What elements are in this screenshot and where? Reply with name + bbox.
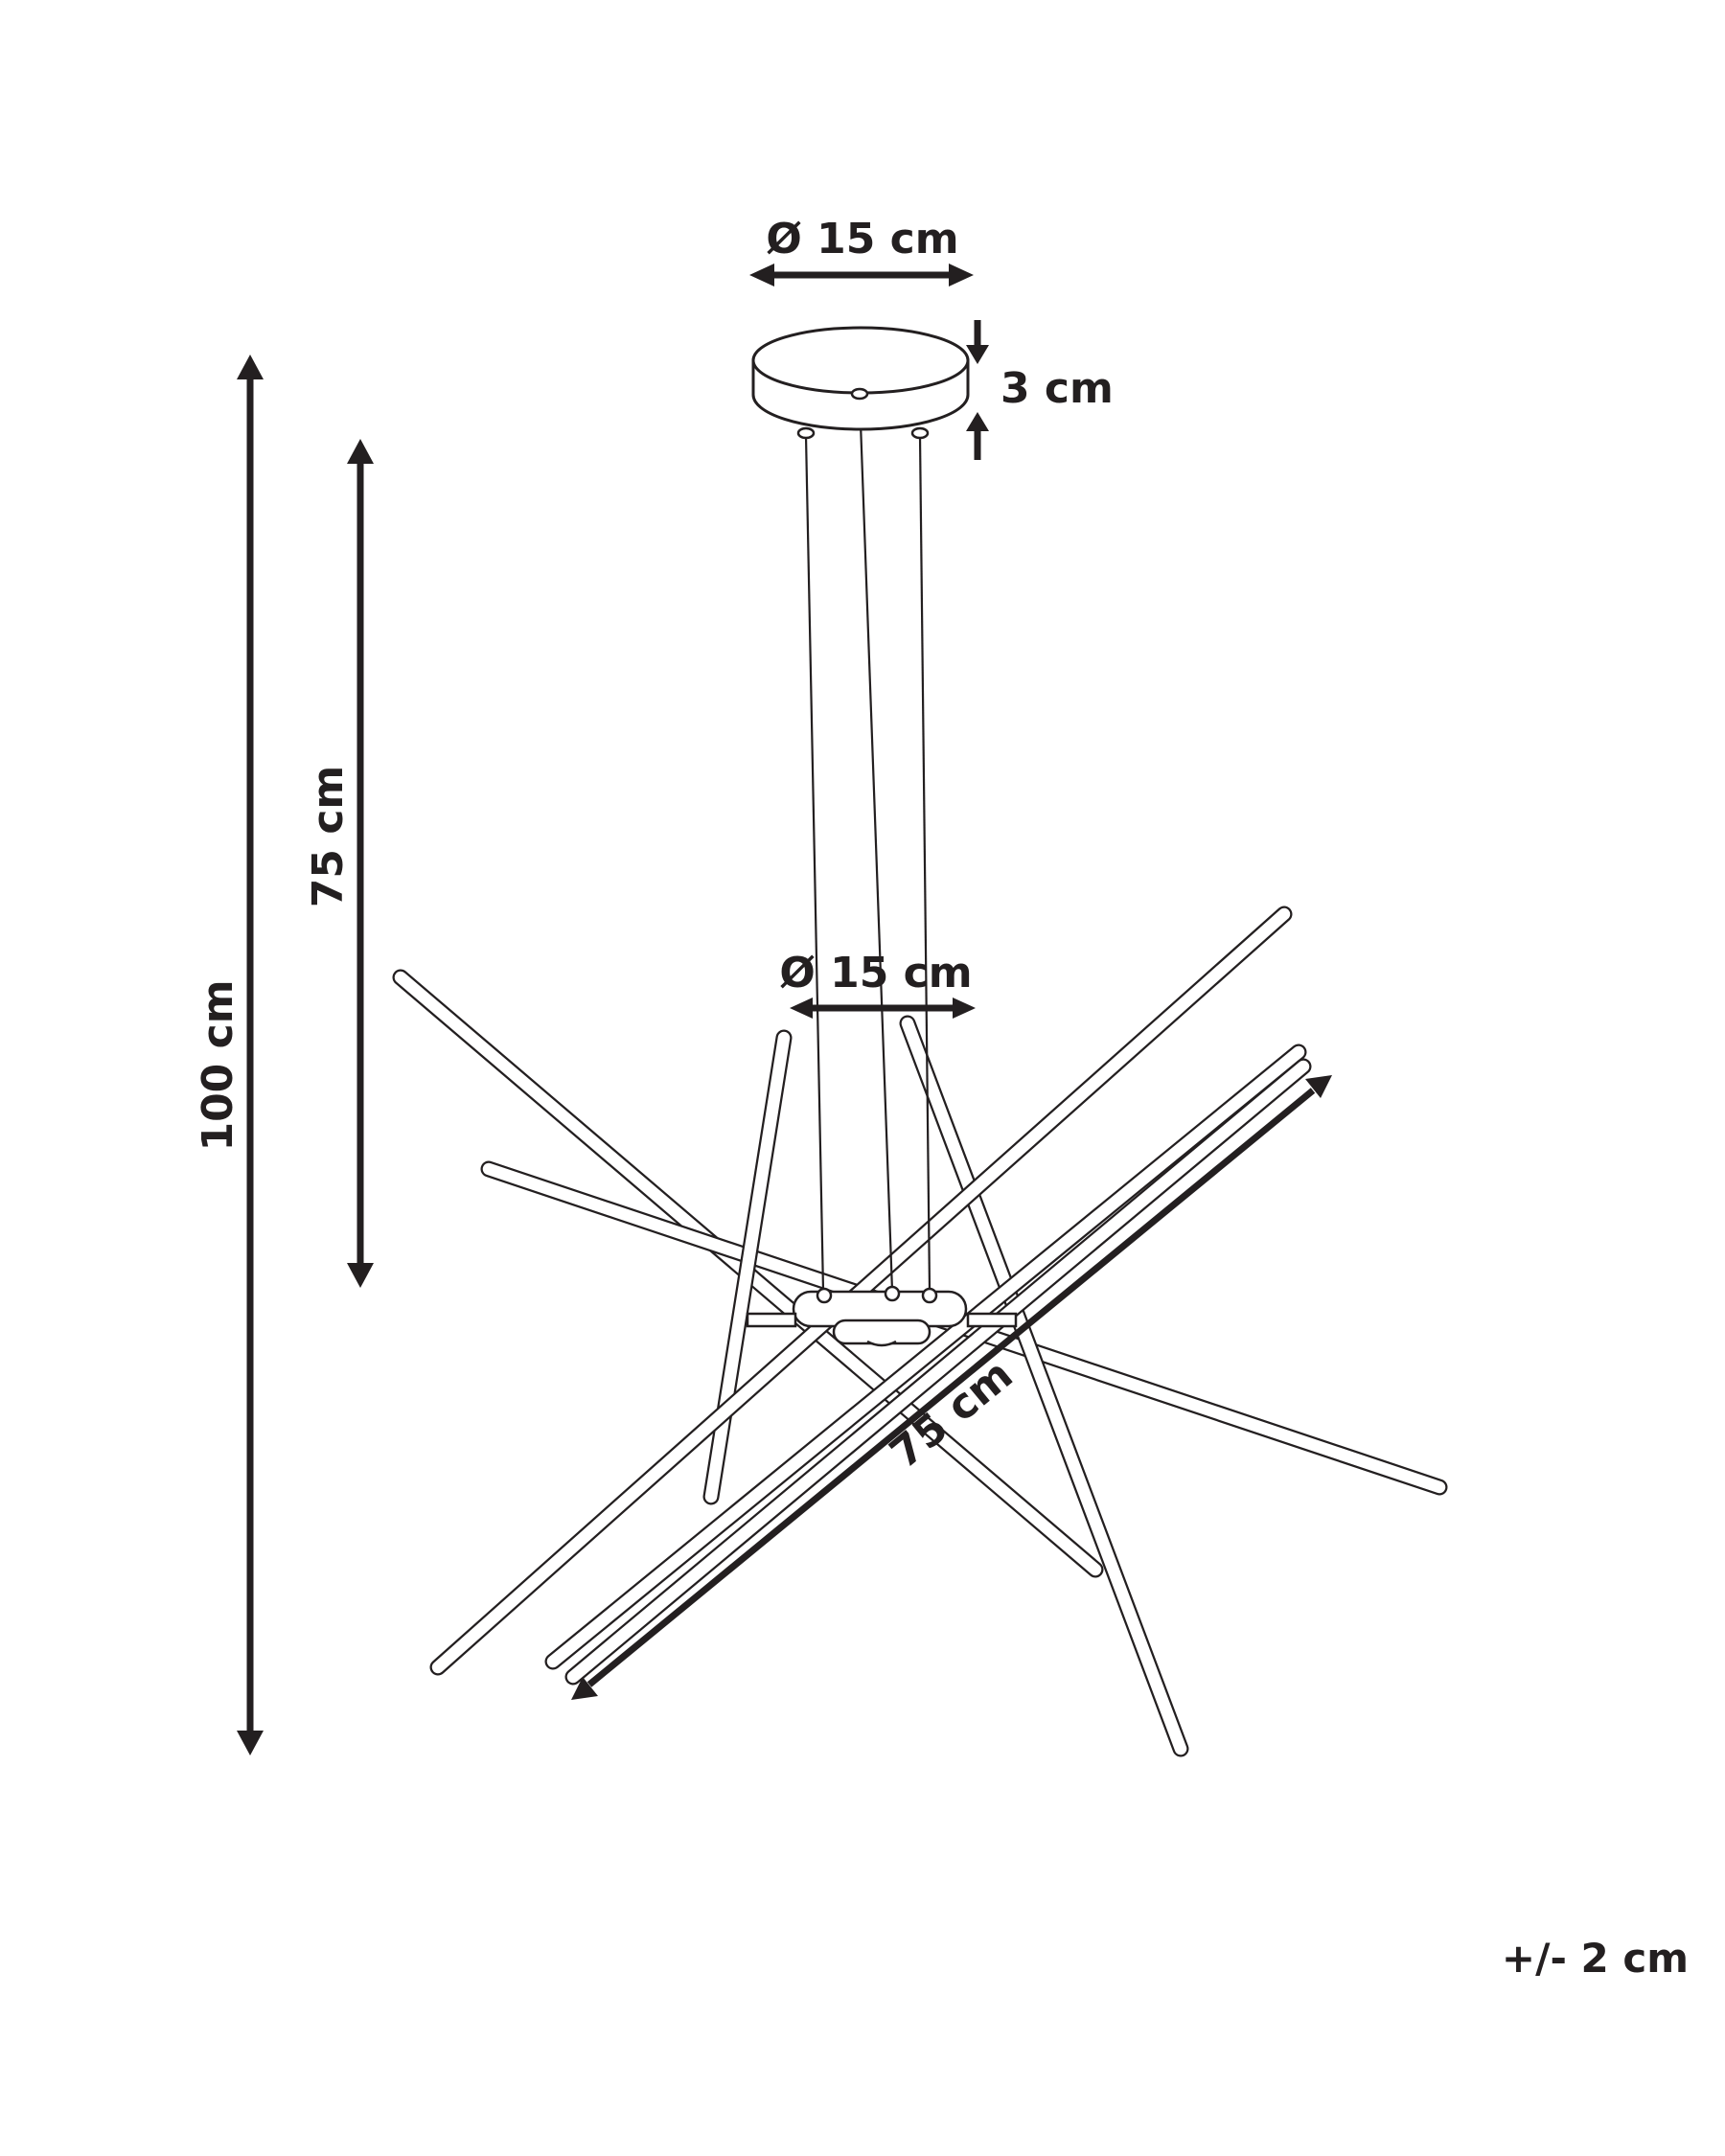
central-hub xyxy=(746,1285,1018,1347)
rod-length-dimension: 75 cm xyxy=(571,1075,1332,1700)
suspension-cables xyxy=(804,396,932,1292)
rod-diagonal-long-2 xyxy=(544,1044,1307,1670)
ceiling-canopy xyxy=(751,326,970,440)
tolerance-note: +/- 2 cm xyxy=(1502,1935,1689,1982)
cable-height-dimension: 75 cm xyxy=(304,439,374,1288)
cable-height-label: 75 cm xyxy=(304,766,353,907)
canopy-height-label: 3 cm xyxy=(1000,364,1114,413)
hub-diameter-label: Ø 15 cm xyxy=(779,949,972,998)
canopy-diameter-dimension: Ø 15 cm xyxy=(749,215,974,287)
total-height-label: 100 cm xyxy=(194,979,242,1151)
canopy-height-dimension: 3 cm xyxy=(966,320,1114,460)
canopy-diameter-label: Ø 15 cm xyxy=(766,215,958,264)
hub-diameter-dimension: Ø 15 cm xyxy=(779,949,976,1019)
rod-diagonal-long-3 xyxy=(564,1058,1312,1686)
total-height-dimension: 100 cm xyxy=(194,355,264,1755)
rod-near-vertical-right xyxy=(899,1015,1189,1757)
